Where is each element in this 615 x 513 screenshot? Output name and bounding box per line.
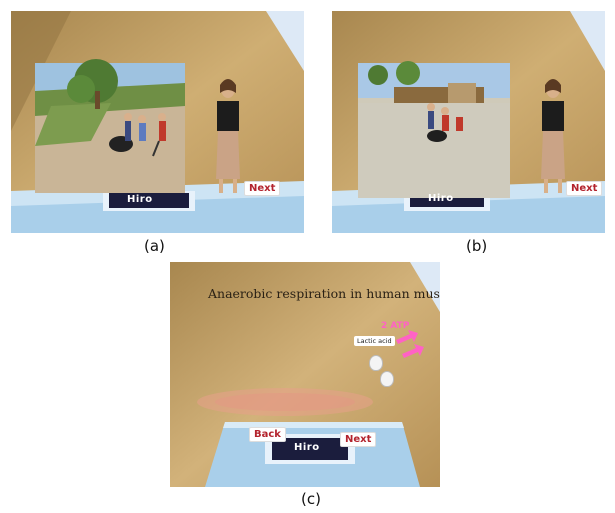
panel-c-background xyxy=(170,262,440,487)
panel-a-background xyxy=(11,11,304,233)
caption-a: (a) xyxy=(144,237,165,255)
lactic-acid-molecule-icon xyxy=(380,371,394,387)
caption-b: (b) xyxy=(466,237,488,255)
scene-title: Anaerobic respiration in human muscles xyxy=(208,286,440,301)
hiro-marker-label: Hiro xyxy=(127,194,153,205)
panel-b-background xyxy=(332,11,605,233)
next-button[interactable]: Next xyxy=(566,181,603,196)
caption-c: (c) xyxy=(301,490,321,508)
panel-c-ar-scene: Anaerobic respiration in human muscles 2… xyxy=(170,262,440,487)
hiro-marker-label: Hiro xyxy=(428,193,454,204)
lactic-acid-molecule-icon xyxy=(369,355,383,371)
next-button[interactable]: Next xyxy=(340,432,377,447)
hiro-marker-label: Hiro xyxy=(294,442,320,453)
panel-b-ar-scene: Hiro Next xyxy=(332,11,605,233)
atp-label: 2 ATP xyxy=(381,321,410,331)
panel-a-ar-scene: Hiro Next xyxy=(11,11,304,233)
back-button[interactable]: Back xyxy=(249,427,286,442)
lactic-acid-label: Lactic acid xyxy=(354,336,395,346)
next-button[interactable]: Next xyxy=(244,181,281,196)
